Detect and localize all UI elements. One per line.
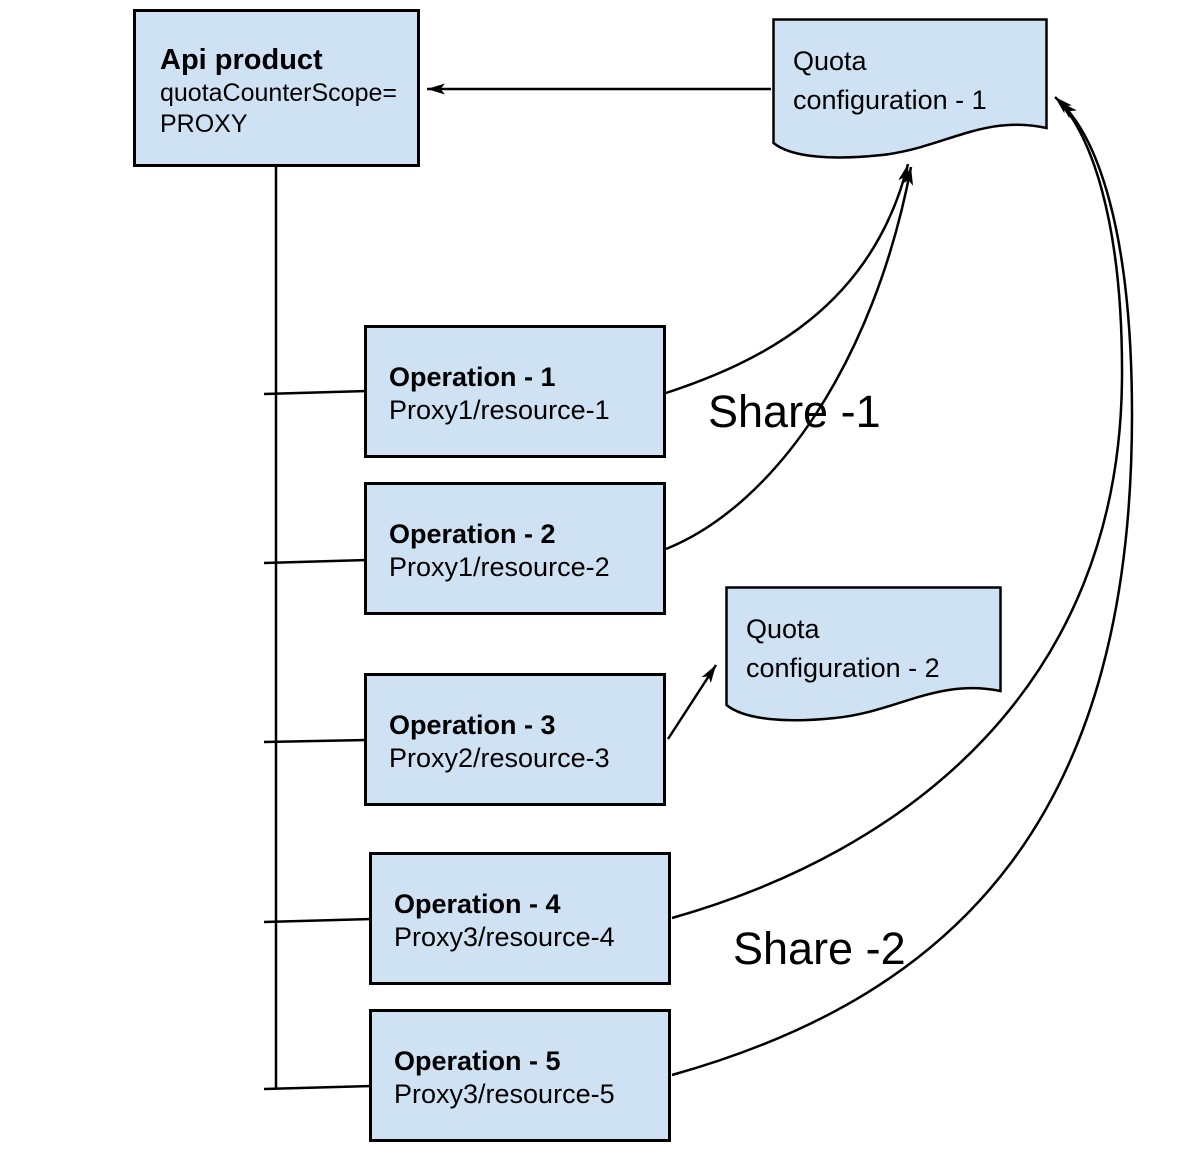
api-product-box: Api product quotaCounterScope= PROXY	[133, 9, 420, 167]
branch-line-operation-2	[263, 558, 368, 565]
quota-config-1-text: Quota configuration - 1	[793, 42, 987, 120]
quota-config-2-line1: Quota	[746, 614, 820, 644]
operation-1-title: Operation - 1	[389, 361, 556, 392]
operation-2-title: Operation - 2	[389, 518, 556, 549]
quota-config-2-doc: Quota configuration - 2	[725, 586, 1002, 723]
branch-line-operation-5	[263, 1084, 373, 1091]
quota-config-1-doc: Quota configuration - 1	[772, 18, 1048, 162]
operation-5-path: Proxy3/resource-5	[394, 1078, 615, 1109]
branch-line-operation-1	[263, 389, 368, 396]
branch-line-operation-3	[263, 738, 368, 744]
operation-3-path: Proxy2/resource-3	[389, 742, 610, 773]
curve-operation5-to-quota1	[671, 101, 1134, 1077]
quota-config-2-line2: configuration - 2	[746, 653, 940, 683]
quota-config-2-text: Quota configuration - 2	[746, 610, 940, 688]
share-2-label: Share -2	[733, 923, 906, 974]
operation-4-title: Operation - 4	[394, 888, 561, 919]
arrow-operation3-to-quota2	[666, 664, 718, 740]
operation-3-title: Operation - 3	[389, 709, 556, 740]
api-product-scope-line1: quotaCounterScope=	[160, 79, 397, 107]
quota-config-1-line1: Quota	[793, 46, 867, 76]
operation-4-box: Operation - 4 Proxy3/resource-4	[369, 852, 671, 985]
operation-2-box: Operation - 2 Proxy1/resource-2	[364, 482, 666, 615]
branch-line-operation-4	[263, 917, 373, 924]
operation-5-box: Operation - 5 Proxy3/resource-5	[369, 1009, 671, 1142]
operation-1-path: Proxy1/resource-1	[389, 394, 610, 425]
operation-4-path: Proxy3/resource-4	[394, 921, 615, 952]
operation-3-box: Operation - 3 Proxy2/resource-3	[364, 673, 666, 806]
operation-1-box: Operation - 1 Proxy1/resource-1	[364, 325, 666, 458]
operation-5-title: Operation - 5	[394, 1045, 561, 1076]
quota-config-1-shape	[772, 18, 1048, 159]
share-1-label: Share -1	[708, 386, 881, 437]
api-product-title: Api product	[160, 44, 323, 76]
quota-config-1-line2: configuration - 1	[793, 85, 987, 115]
curve-operation4-to-quota1	[671, 96, 1124, 920]
curve-operation1-to-quota1	[665, 163, 910, 395]
operation-2-path: Proxy1/resource-2	[389, 551, 610, 582]
curve-operation2-to-quota1	[665, 166, 914, 551]
quota-config-2-shape	[725, 586, 1002, 722]
api-product-scope-line2: PROXY	[160, 110, 248, 138]
